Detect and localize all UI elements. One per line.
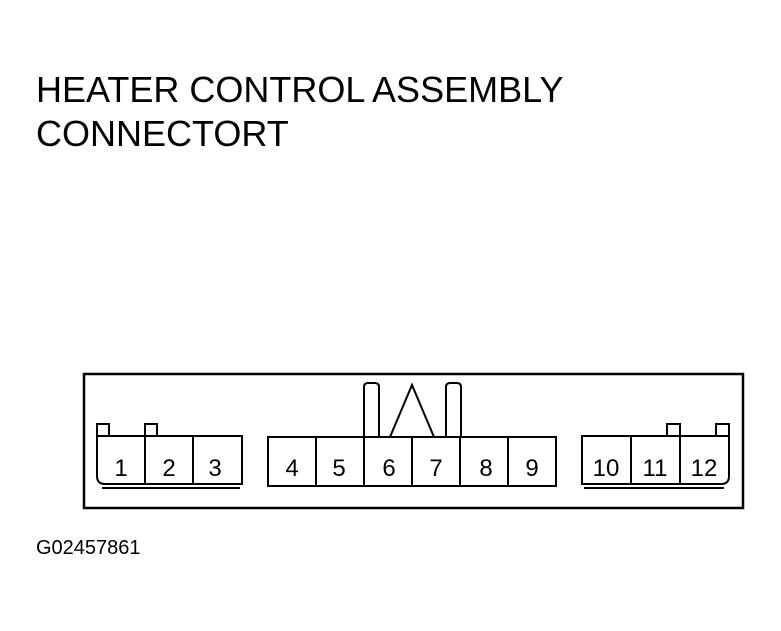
pin-block-left <box>96 423 243 489</box>
pin-label: 9 <box>525 455 538 482</box>
connector-latch <box>363 382 462 438</box>
title-line-1: HEATER CONTROL ASSEMBLY <box>36 69 564 110</box>
pin-label: 4 <box>285 455 298 482</box>
pin-label: 11 <box>643 455 668 482</box>
pin-label: 7 <box>429 455 442 482</box>
pin-label: 3 <box>208 455 221 482</box>
diagram-title: HEATER CONTROL ASSEMBLY CONNECTORT <box>36 68 563 156</box>
pin-block-right <box>581 423 730 489</box>
pin-label: 8 <box>479 455 492 482</box>
pin-block-middle <box>267 436 557 487</box>
title-line-2: CONNECTORT <box>36 113 289 154</box>
pin-label: 2 <box>162 455 175 482</box>
pin-label: 10 <box>593 455 620 482</box>
pin-label: 1 <box>114 455 127 482</box>
pin-label: 6 <box>382 455 395 482</box>
pin-label: 5 <box>332 455 345 482</box>
pin-label: 12 <box>691 455 718 482</box>
figure-id: G02457861 <box>36 537 141 559</box>
connector-housing <box>82 372 745 510</box>
